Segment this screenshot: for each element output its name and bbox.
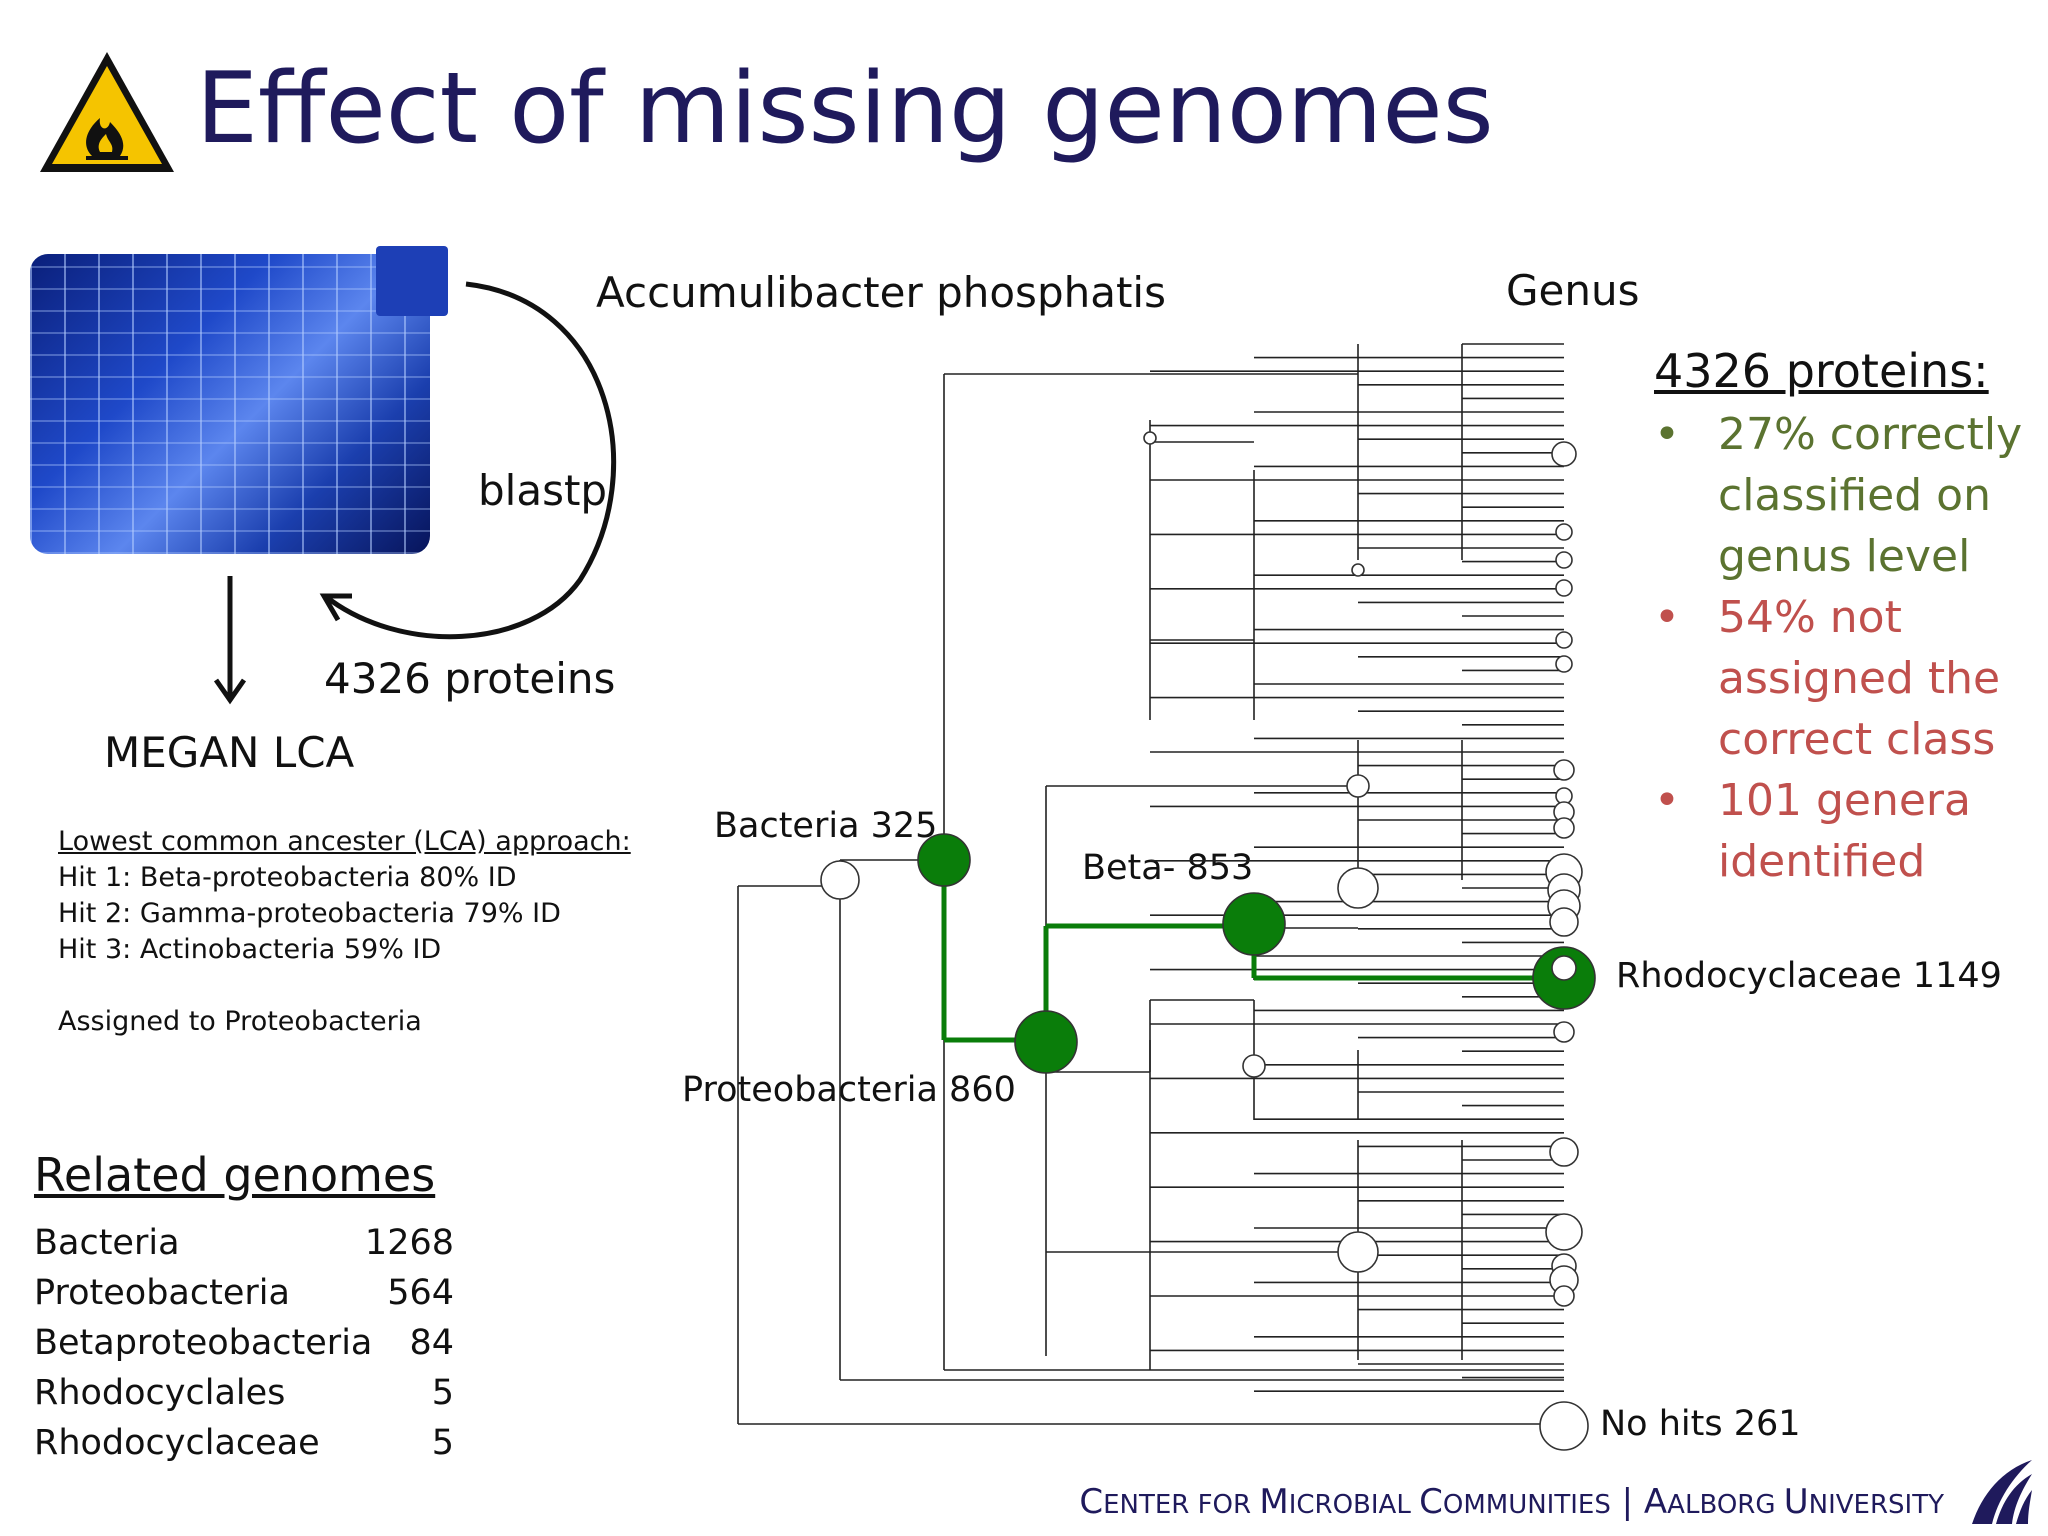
database-image [30, 254, 430, 554]
database-image-corner [376, 246, 448, 316]
genome-name: Betaproteobacteria [34, 1323, 373, 1363]
related-genomes-heading: Related genomes [34, 1148, 436, 1202]
node-label-beta: Beta- 853 [1082, 848, 1254, 888]
stat-bullet: •101 genera identified [1654, 770, 2034, 892]
table-row: Rhodocyclaceae 5 [34, 1418, 454, 1468]
node-label-no-hits: No hits 261 [1600, 1404, 1801, 1444]
tree-node [1346, 774, 1370, 798]
lca-hit: Hit 3: Actinobacteria 59% ID [58, 934, 442, 965]
flammable-warning-icon [40, 52, 174, 172]
workflow-arrows [213, 281, 617, 705]
node-label-bacteria: Bacteria 325 [714, 806, 938, 846]
tree-node [1143, 431, 1157, 445]
tree-node-proteobacteria [1014, 1010, 1078, 1074]
genus-label: Genus [1506, 266, 1640, 315]
tree-tip [1545, 1213, 1583, 1251]
table-row: Proteobacteria 564 [34, 1268, 454, 1318]
tree-tip [1549, 1137, 1579, 1167]
stat-text: 101 genera identified [1718, 775, 1971, 887]
stat-text: 27% correctly classified on genus level [1718, 409, 2023, 582]
proteins-label: 4326 proteins [324, 654, 616, 703]
tree-node [1351, 563, 1365, 577]
lca-assigned: Assigned to Proteobacteria [58, 1006, 422, 1037]
tree-tip [1551, 441, 1577, 467]
genome-count: 84 [409, 1323, 454, 1363]
related-genomes-table: Bacteria 1268 Proteobacteria 564 Betaprote… [34, 1218, 454, 1468]
tree-node-root [820, 860, 860, 900]
stats-panel: 4326 proteins: •27% correctly classified… [1654, 344, 2034, 892]
tree-tip [1555, 631, 1573, 649]
lca-heading: Lowest common ancester (LCA) approach: [58, 826, 631, 857]
tree-tip [1555, 655, 1573, 673]
genome-count: 5 [431, 1373, 454, 1413]
stat-bullet: •54% not assigned the correct class [1654, 587, 2034, 770]
tree-tip [1555, 523, 1573, 541]
tree-node [1337, 867, 1379, 909]
table-row: Rhodocyclales 5 [34, 1368, 454, 1418]
node-label-rhodocyclaceae: Rhodocyclaceae 1149 [1616, 956, 2002, 996]
megan-lca-label: MEGAN LCA [104, 728, 355, 777]
tree-tip [1555, 579, 1573, 597]
genome-count: 564 [387, 1273, 454, 1313]
genome-count: 1268 [364, 1223, 454, 1263]
tree-node-bacteria [917, 833, 971, 887]
tree-tip [1553, 817, 1575, 839]
lca-hit: Hit 2: Gamma-proteobacteria 79% ID [58, 898, 561, 929]
blastp-loop-arrow [323, 281, 617, 640]
table-row: Betaproteobacteria 84 [34, 1318, 454, 1368]
tree-tip-no-hits [1539, 1401, 1589, 1451]
tree-node [1242, 1054, 1266, 1078]
tree-tip [1551, 955, 1577, 981]
aalborg-university-logo [1972, 1460, 2032, 1524]
genome-name: Rhodocyclaceae [34, 1423, 320, 1463]
table-row: Bacteria 1268 [34, 1218, 454, 1268]
tree-node [1337, 1231, 1379, 1273]
lca-description: Lowest common ancester (LCA) approach: H… [58, 824, 631, 1040]
footer-institution: CENTER FOR MICROBIAL COMMUNITIES | AALBO… [1079, 1482, 1944, 1522]
tree-node-beta [1222, 892, 1286, 956]
genome-name: Rhodocyclales [34, 1373, 286, 1413]
genome-name: Bacteria [34, 1223, 180, 1263]
genome-name: Proteobacteria [34, 1273, 290, 1313]
stat-text: 54% not assigned the correct class [1718, 592, 2001, 765]
tree-tip [1553, 759, 1575, 781]
tree-tip [1555, 551, 1573, 569]
tree-tip [1553, 1285, 1575, 1307]
genome-count: 5 [431, 1423, 454, 1463]
tree-tip [1549, 907, 1579, 937]
page-title: Effect of missing genomes [196, 52, 1494, 166]
tree-tip [1553, 1021, 1575, 1043]
stats-heading: 4326 proteins: [1654, 344, 1989, 398]
blastp-label: blastp [478, 466, 608, 515]
organism-label: Accumulibacter phosphatis [596, 268, 1166, 317]
stat-bullet: •27% correctly classified on genus level [1654, 404, 2034, 587]
lca-hit: Hit 1: Beta-proteobacteria 80% ID [58, 862, 517, 893]
